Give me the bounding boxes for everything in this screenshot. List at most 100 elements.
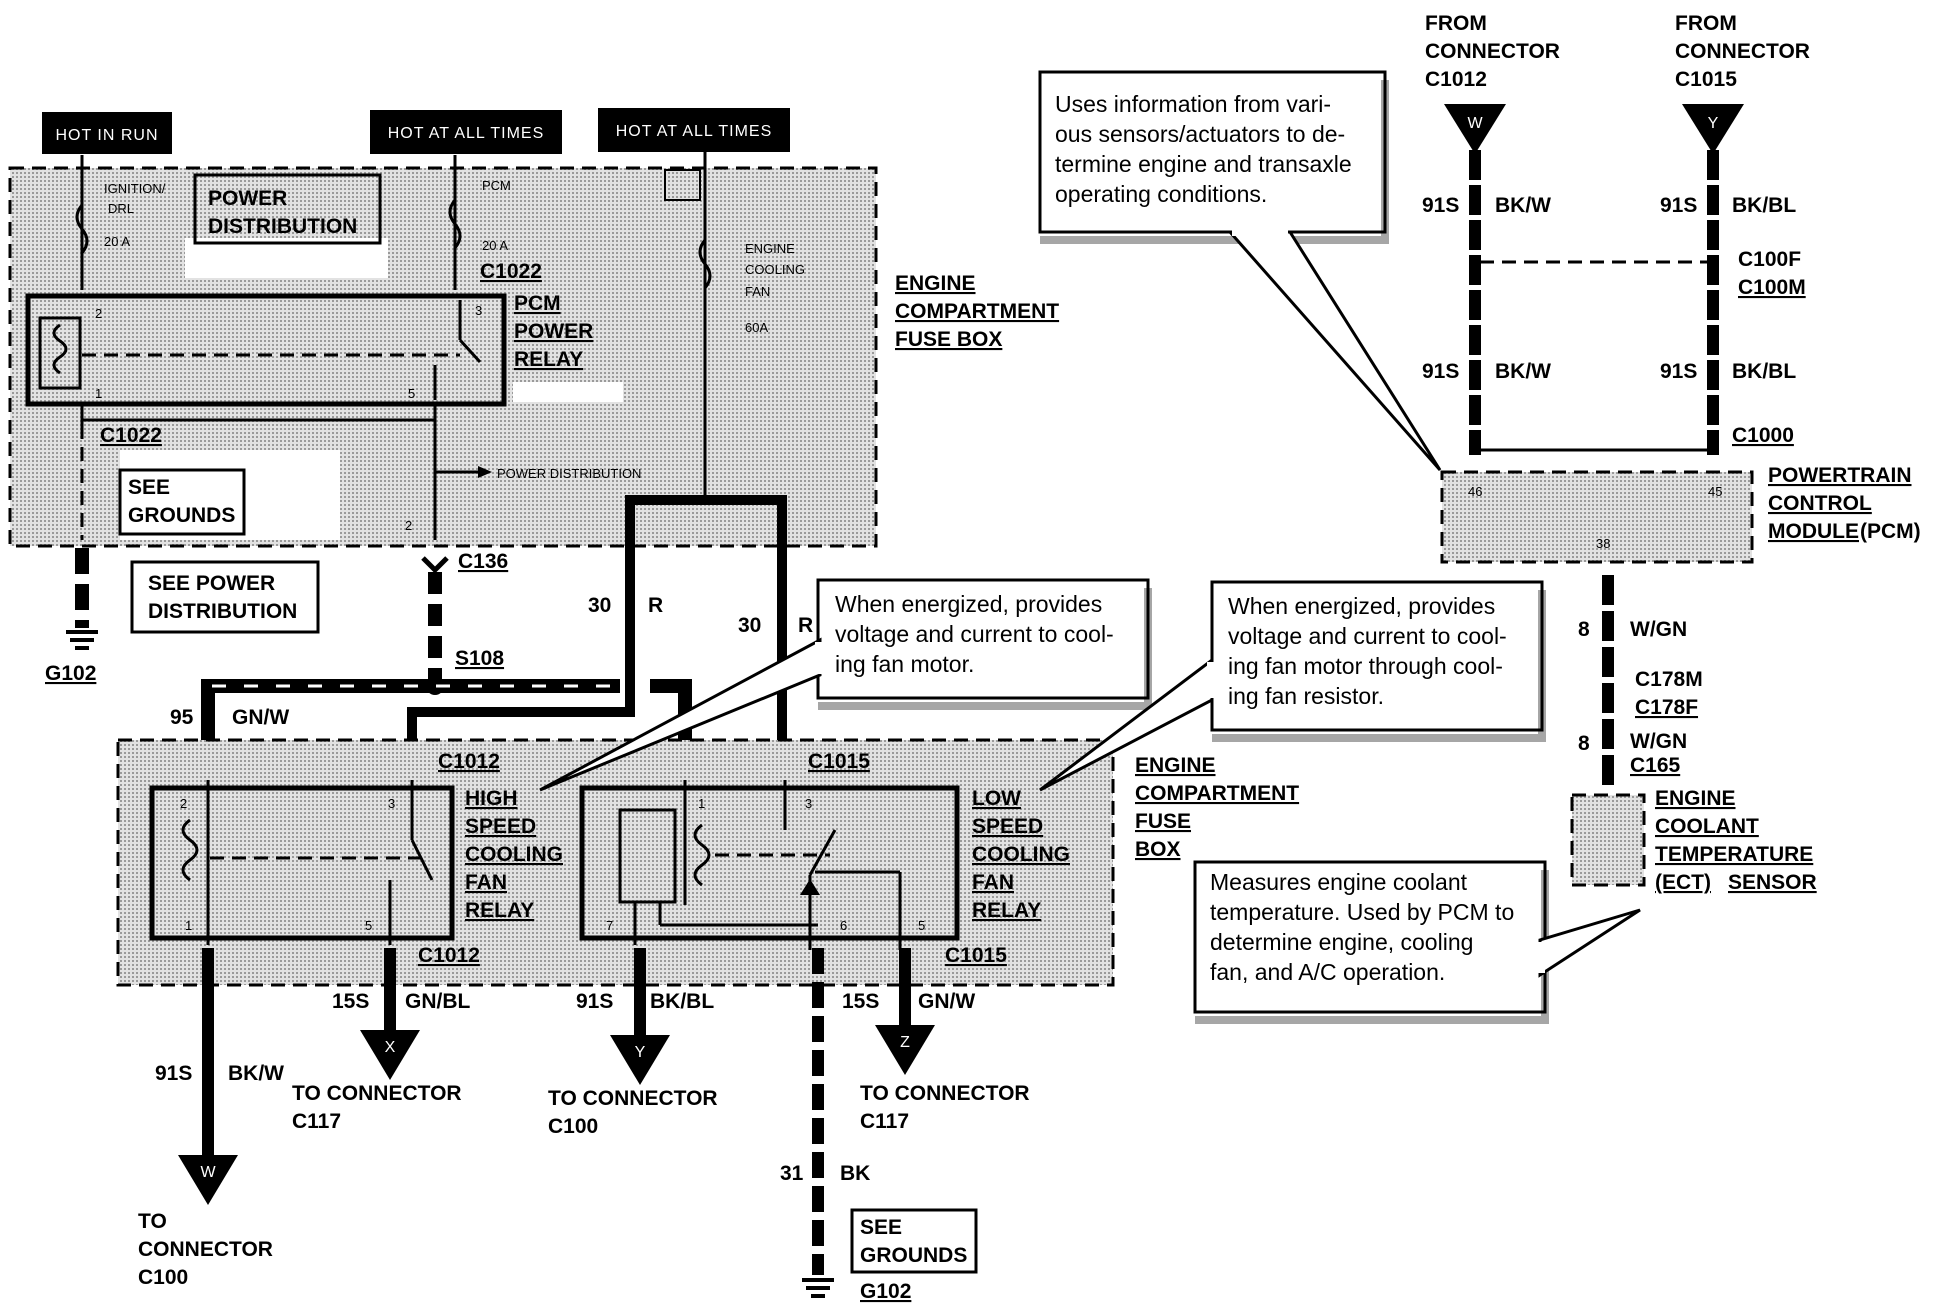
- w-connector-letter: W: [200, 1164, 216, 1181]
- wire-91s-label: 91S: [1422, 360, 1459, 383]
- to-connector-c117-label: C117: [292, 1110, 341, 1133]
- lower-fuse-box: C1012 C1015 2 3 1 5 HIGH SPEED COOLING F…: [116, 738, 1299, 987]
- see-grounds-label: SEE: [128, 476, 170, 499]
- engine-cooling-fan-fuse-label: COOLING: [745, 262, 805, 277]
- c165-connector-label: C165: [1630, 754, 1681, 777]
- to-connector-c100-label: TO: [138, 1210, 167, 1233]
- from-connector-label: C1015: [1675, 68, 1737, 91]
- c100f-connector-label: C100F: [1738, 248, 1801, 271]
- ect-note-line: fan, and A/C operation.: [1210, 959, 1445, 985]
- high-speed-cooling-fan-relay-label: COOLING: [465, 843, 563, 866]
- pcm-pin-46: 46: [1468, 484, 1482, 499]
- see-grounds-label: GROUNDS: [860, 1244, 967, 1267]
- s108-splice-label: S108: [455, 647, 504, 670]
- pin-2-label: 2: [405, 518, 412, 533]
- ls-relay-pin-7: 7: [606, 918, 613, 933]
- drl-label: DRL: [108, 201, 134, 216]
- high-speed-cooling-fan-relay-label: FAN: [465, 871, 507, 894]
- pcm-note-line: termine engine and transaxle: [1055, 151, 1352, 177]
- c1022-connector-label: C1022: [480, 260, 542, 283]
- low-speed-cooling-fan-relay-label: RELAY: [972, 899, 1041, 922]
- pcm-note-line: ous sensors/actuators to de-: [1055, 121, 1345, 147]
- c100m-connector-label: C100M: [1738, 276, 1806, 299]
- wire-31-color: BK: [840, 1162, 870, 1185]
- wire-15s-color: GN/BL: [405, 990, 471, 1013]
- wire-31-label: 31: [780, 1162, 804, 1185]
- high-speed-cooling-fan-relay-label: HIGH: [465, 787, 518, 810]
- from-connector-label: FROM: [1425, 12, 1487, 35]
- engine-cooling-fan-fuse-label: ENGINE: [745, 241, 795, 256]
- wire-8-label: 8: [1578, 732, 1590, 755]
- low-speed-cooling-fan-relay-label: COOLING: [972, 843, 1070, 866]
- ect-sensor-title: TEMPERATURE: [1655, 843, 1813, 866]
- power-distribution-arrow-label: POWER DISTRIBUTION: [497, 466, 641, 481]
- see-grounds-label: GROUNDS: [128, 504, 235, 527]
- pcm-fuse-label: PCM: [482, 178, 511, 193]
- y-connector-letter: Y: [1708, 115, 1719, 132]
- pcm-pin-38: 38: [1596, 536, 1610, 551]
- ect-sensor-title: COOLANT: [1655, 815, 1759, 838]
- ect-note-line: temperature. Used by PCM to: [1210, 899, 1514, 925]
- ignition-fuse-amps: 20 A: [104, 234, 130, 249]
- wire-color-label: BK/W: [1495, 360, 1551, 383]
- wire-30-color: R: [648, 594, 663, 617]
- to-connector-c117-label: C117: [860, 1110, 909, 1133]
- ls-relay-pin-1: 1: [698, 796, 705, 811]
- bottom-wires: W 91S BK/W TO CONNECTOR C100 X 15S GN/BL…: [138, 948, 1030, 1303]
- from-connector-label: CONNECTOR: [1425, 40, 1560, 63]
- wire-91s-label: 91S: [576, 990, 613, 1013]
- pcm-power-relay-label: POWER: [514, 320, 593, 343]
- hs-relay-pin-5: 5: [365, 918, 372, 933]
- pcm-power-relay-label: RELAY: [514, 348, 583, 371]
- engine-compartment-fuse-box-title: FUSE: [1135, 810, 1191, 833]
- c1015-connector-label: C1015: [808, 750, 870, 773]
- wire-91s-color: BK/BL: [650, 990, 714, 1013]
- wire-15s-label: 15S: [842, 990, 879, 1013]
- ignition-fuse-label: IGNITION/: [104, 181, 166, 196]
- from-connector-label: C1012: [1425, 68, 1487, 91]
- ect-note-line: determine engine, cooling: [1210, 929, 1473, 955]
- hot-in-run-label: HOT IN RUN: [55, 127, 158, 144]
- wire-95-color: GN/W: [232, 706, 289, 729]
- wire-91s-color: BK/W: [228, 1062, 284, 1085]
- wire-91s-label: 91S: [1660, 194, 1697, 217]
- from-connector-label: CONNECTOR: [1675, 40, 1810, 63]
- relay-pin-2: 2: [95, 306, 102, 321]
- c1015-connector-label: C1015: [945, 944, 1007, 967]
- low-speed-cooling-fan-relay-label: LOW: [972, 787, 1021, 810]
- ls-relay-pin-5: 5: [918, 918, 925, 933]
- engine-cooling-fan-fuse-amps: 60A: [745, 320, 768, 335]
- upper-fuse-box: POWER DISTRIBUTION IGNITION/ DRL 20 A PC…: [8, 152, 1059, 548]
- hot-at-all-times-label: HOT AT ALL TIMES: [388, 125, 545, 142]
- high-speed-note-line: ing fan motor.: [835, 651, 974, 677]
- low-speed-note-line: ing fan motor through cool-: [1228, 653, 1503, 679]
- c136-connector-label: C136: [458, 550, 508, 573]
- low-speed-cooling-fan-relay-label: FAN: [972, 871, 1014, 894]
- relay-pin-3: 3: [475, 303, 482, 318]
- see-power-distribution-label: SEE POWER: [148, 572, 275, 595]
- ls-relay-pin-3: 3: [805, 796, 812, 811]
- pcm-note-line: operating conditions.: [1055, 181, 1267, 207]
- wire-color-label: BK/W: [1495, 194, 1551, 217]
- wire-91s-label: 91S: [1660, 360, 1697, 383]
- pcm-pin-45: 45: [1708, 484, 1722, 499]
- to-connector-c100-label: C100: [548, 1115, 598, 1138]
- low-speed-note-line: When energized, provides: [1228, 593, 1495, 619]
- wire-color-label: W/GN: [1630, 730, 1687, 753]
- wire-91s-label: 91S: [155, 1062, 192, 1085]
- c1012-connector-label: C1012: [418, 944, 480, 967]
- wire-color-label: BK/BL: [1732, 360, 1796, 383]
- low-speed-note-line: ing fan resistor.: [1228, 683, 1384, 709]
- x-connector-letter: X: [385, 1039, 396, 1056]
- high-speed-note-line: When energized, provides: [835, 591, 1102, 617]
- high-speed-cooling-fan-relay-label: RELAY: [465, 899, 534, 922]
- high-speed-note-line: voltage and current to cool-: [835, 621, 1114, 647]
- hs-relay-pin-2: 2: [180, 796, 187, 811]
- engine-compartment-fuse-box-title: BOX: [1135, 838, 1181, 861]
- engine-compartment-fuse-box-title: COMPARTMENT: [1135, 782, 1299, 805]
- pcm-circuit: FROM CONNECTOR C1012 FROM CONNECTOR C101…: [1422, 12, 1921, 894]
- wire-30-label: 30: [588, 594, 611, 617]
- to-connector-c100-label: CONNECTOR: [138, 1238, 273, 1261]
- wire-15s-color: GN/W: [918, 990, 975, 1013]
